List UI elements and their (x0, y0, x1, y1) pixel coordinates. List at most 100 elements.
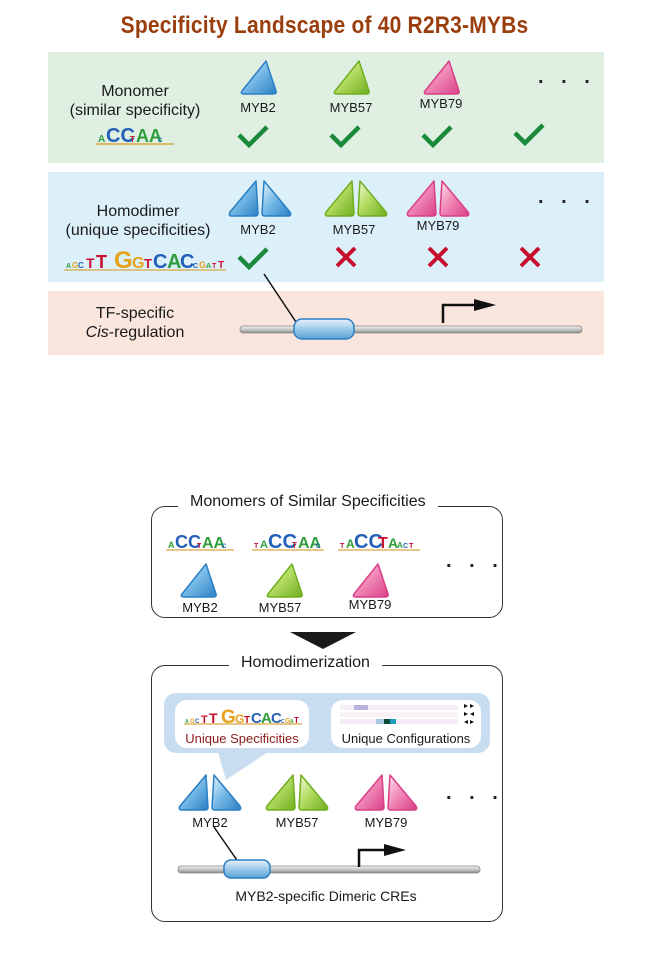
svg-text:A: A (397, 541, 403, 550)
heatmap-row (340, 712, 458, 717)
svg-text:G: G (199, 260, 206, 270)
svg-text:C: C (281, 719, 285, 725)
heatmap-row (340, 705, 458, 710)
logo-letter: AA (136, 126, 162, 146)
dimer-box-myb2-label: MYB2 (192, 815, 228, 830)
figure-title: Specificity Landscape of 40 R2R3-MYBs (120, 12, 529, 39)
homodimer-myb57-label: MYB57 (332, 222, 376, 237)
svg-text:CC: CC (268, 531, 297, 553)
cis-label-line2: Cis-regulation (60, 323, 210, 342)
homodimer-label-line1: Homodimer (96, 203, 180, 220)
unique-specificities-label: Unique Specificities (185, 731, 299, 746)
logo-letter: CC (106, 125, 135, 147)
svg-text:G: G (132, 255, 144, 272)
monomer-motif-logo-myb57: T A CC T AA C (252, 526, 324, 557)
svg-text:AA: AA (202, 535, 226, 552)
svg-text:T: T (96, 252, 107, 272)
svg-text:C: C (251, 710, 262, 727)
svg-text:A: A (167, 251, 181, 273)
svg-text:T: T (292, 541, 297, 550)
svg-text:C: C (271, 710, 282, 727)
homodimer-label-line2: (unique specificities) (65, 222, 211, 239)
binding-site (223, 859, 271, 879)
monomer-myb79-icon (421, 58, 461, 101)
svg-text:C: C (316, 544, 321, 550)
svg-text:G: G (72, 261, 78, 270)
svg-text:T: T (244, 715, 250, 726)
svg-text:T: T (197, 543, 202, 550)
homodimer-ellipsis: . . . (538, 186, 596, 208)
dimer-box-myb79-label: MYB79 (364, 815, 408, 830)
svg-text:T: T (201, 714, 208, 726)
monomers-box-title: Monomers of Similar Specificities (178, 493, 438, 511)
svg-text:G: G (221, 707, 236, 728)
svg-text:AA: AA (298, 535, 322, 552)
svg-text:T: T (340, 543, 345, 550)
svg-text:A: A (206, 263, 211, 270)
dimer-box-ellipsis: . . . (446, 782, 504, 804)
svg-text:C: C (78, 261, 84, 270)
dimer-box-myb57-label: MYB57 (275, 815, 319, 830)
check-icon (236, 124, 270, 153)
cis-label-line1: TF-specific (95, 305, 175, 322)
svg-text:T: T (209, 710, 218, 726)
monomer-myb57-icon (331, 58, 371, 101)
svg-text:T: T (212, 263, 217, 270)
homodimer-motif-logo: A G C T T G G T C A C C G A T T (64, 241, 229, 276)
svg-text:G: G (114, 247, 133, 274)
heatmap-cell (390, 719, 396, 724)
monomers-box-ellipsis: . . . (446, 550, 504, 572)
monomers-box-myb79-icon (350, 561, 390, 604)
monomer-label-line2: (similar specificity) (69, 102, 201, 119)
homodimer-myb79-icon (406, 177, 470, 224)
monomer-motif-logo-myb2: A CC T AA C (166, 526, 236, 557)
svg-text:A: A (185, 719, 189, 725)
monomers-box-myb57-icon (264, 561, 304, 604)
svg-text:G: G (285, 718, 291, 725)
homodimerization-box-title: Homodimerization (229, 654, 382, 672)
svg-text:T: T (86, 255, 95, 271)
svg-text:G: G (235, 712, 244, 726)
svg-text:CC: CC (175, 532, 201, 552)
svg-text:A: A (260, 539, 268, 551)
svg-text:G: G (190, 719, 195, 725)
monomer-myb2-label: MYB2 (240, 100, 276, 115)
svg-text:C: C (195, 719, 200, 725)
homodimer-myb2-label: MYB2 (240, 222, 276, 237)
monomers-box-myb79-label: MYB79 (348, 597, 392, 612)
svg-text:A: A (261, 710, 272, 727)
svg-text:T: T (218, 260, 224, 271)
heatmap-cell (384, 719, 390, 724)
dimer-motif-logo: A G C T T G G T C A C C G A T (184, 701, 304, 730)
heatmap-cell (376, 719, 384, 724)
svg-text:A: A (290, 719, 294, 725)
configuration-heatmap (340, 704, 476, 733)
svg-text:C: C (180, 251, 194, 273)
svg-text:A: A (388, 535, 398, 551)
homodimer-myb57-icon (324, 177, 388, 224)
cross-icon (426, 245, 450, 274)
monomer-motif-logo-myb79: T A CC T A A C T (338, 526, 420, 557)
svg-text:T: T (254, 543, 259, 550)
svg-text:CC: CC (354, 531, 383, 553)
orientation-icon (464, 712, 474, 716)
monomer-myb79-label: MYB79 (419, 96, 463, 111)
dimer-dna-strand (176, 859, 486, 889)
monomers-box-myb2-icon (178, 561, 218, 604)
check-icon (236, 246, 270, 275)
monomer-myb57-label: MYB57 (329, 100, 373, 115)
cis-regulation-label: TF-specific Cis-regulation (60, 304, 210, 342)
svg-text:C: C (222, 544, 227, 550)
svg-text:A: A (346, 537, 355, 551)
svg-text:C: C (403, 543, 408, 550)
svg-text:T: T (409, 543, 414, 550)
svg-text:T: T (378, 535, 388, 552)
svg-text:T: T (144, 256, 152, 271)
heatmap-row (340, 719, 458, 724)
dna-strand (238, 318, 588, 353)
logo-baseline (96, 143, 174, 145)
heatmap-cell (354, 705, 368, 710)
down-arrow-icon (290, 632, 360, 655)
binding-site (293, 318, 355, 340)
cis-label-italic: Cis (85, 324, 109, 341)
